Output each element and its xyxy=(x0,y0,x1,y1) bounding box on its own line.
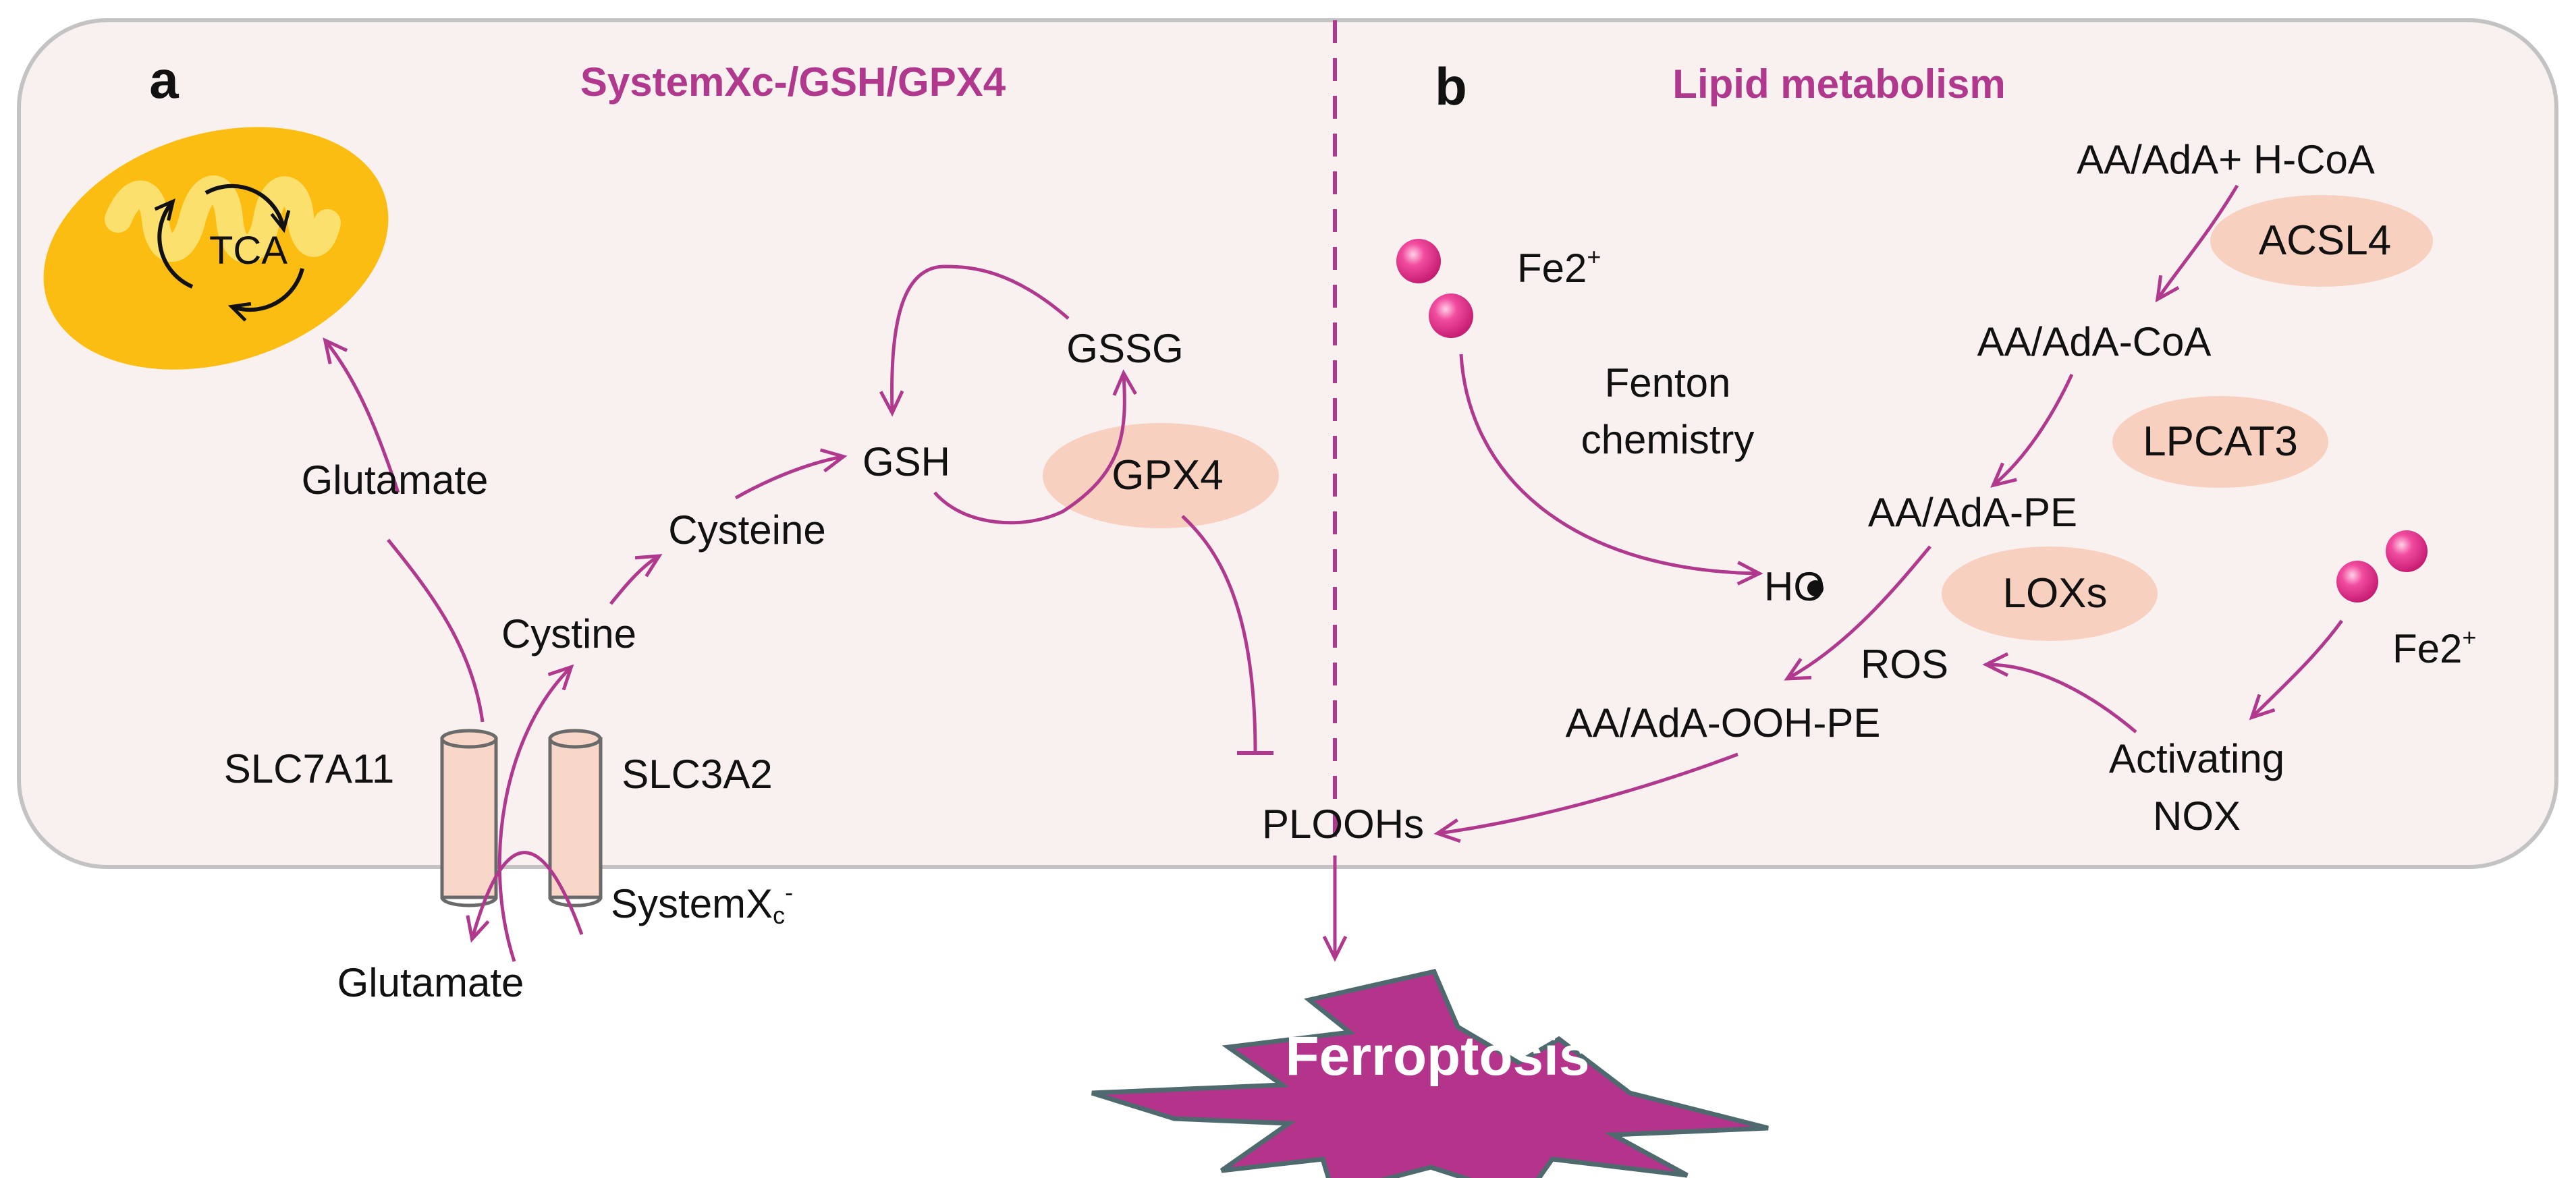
arrow-ooh-pe-to-plooh xyxy=(1439,752,1738,833)
cystine-label: Cystine xyxy=(501,611,637,656)
systemxc-label: SystemXc- xyxy=(611,878,794,929)
fenton-label-line1: Fenton xyxy=(1604,360,1731,405)
iron-ball xyxy=(1396,239,1441,283)
glutamate-label-extracellular: Glutamate xyxy=(337,960,524,1005)
enzyme-acsl4-highlight xyxy=(2210,195,2433,287)
ho-radical-label: HO xyxy=(1764,564,1825,609)
cysteine-label: Cysteine xyxy=(668,507,826,553)
fe2-label-right: Fe2+ xyxy=(2392,623,2477,671)
arrow-glutamate-to-tca xyxy=(326,341,400,493)
iron-ball xyxy=(2336,561,2378,602)
nox-label: NOX xyxy=(2152,793,2241,839)
arrow-gsh-to-gssg xyxy=(933,374,1124,525)
arrow-glutamate-into-transporter xyxy=(387,538,485,723)
slc7a11-label: SLC7A11 xyxy=(223,746,395,791)
arrow-iron-fenton xyxy=(1459,354,1758,573)
slc3a2-label: SLC3A2 xyxy=(622,752,773,797)
fe2-label-left: Fe2+ xyxy=(1517,242,1601,291)
arrow-pe-to-ooh-pe xyxy=(1788,545,1931,678)
arrow-cystine-to-cysteine xyxy=(609,557,658,605)
fenton-label-line2: chemistry xyxy=(1581,417,1755,462)
arrow-nox-to-ros xyxy=(1988,665,2137,733)
tca-label: TCA xyxy=(209,229,287,273)
iron-ball xyxy=(1429,293,1473,338)
aa-ooh-pe-label: AA/AdA-OOH-PE xyxy=(1565,700,1881,746)
activating-label: Activating xyxy=(2108,736,2285,781)
arrow-aa-hcoa-to-coa xyxy=(2158,184,2239,298)
ferroptosis-burst xyxy=(1091,968,1769,1178)
systemxc-transporter xyxy=(440,729,603,907)
gssg-label: GSSG xyxy=(1066,326,1184,371)
glutamate-label-intracellular: Glutamate xyxy=(301,457,489,503)
radical-dot xyxy=(1807,580,1824,596)
enzyme-loxs-highlight xyxy=(1942,546,2158,641)
mitochondrion-icon xyxy=(43,127,389,370)
arrow-cystine-import xyxy=(497,668,570,962)
arrow-coa-to-pe xyxy=(1994,373,2074,484)
tca-cycle-arrow xyxy=(233,268,304,310)
panel-b-title: Lipid metabolism xyxy=(1672,61,2006,107)
cell-panel xyxy=(17,18,2558,869)
enzyme-lpcat3-highlight xyxy=(2112,396,2328,488)
ros-label: ROS xyxy=(1860,642,1949,687)
panel-a-letter: a xyxy=(149,50,179,109)
plooh-label: PLOOHs xyxy=(1261,802,1425,847)
arrow-iron-to-nox xyxy=(2253,619,2344,717)
lpcat3-label: LPCAT3 xyxy=(2143,418,2298,465)
arrow-gssg-to-gsh xyxy=(892,264,1070,412)
panel-b-letter: b xyxy=(1435,57,1467,116)
loxs-label: LOXs xyxy=(2002,570,2108,617)
panel-a-title: SystemXc-/GSH/GPX4 xyxy=(580,59,1006,105)
aa-coa-label: AA/AdA-CoA xyxy=(1977,319,2212,364)
aa-hcoa-label: AA/AdA+ H-CoA xyxy=(2077,137,2375,182)
enzyme-gpx4-highlight xyxy=(1043,423,1279,528)
acsl4-label: ACSL4 xyxy=(2258,217,2392,264)
arrow-glutamate-export xyxy=(472,851,584,938)
arrow-cysteine-to-gsh xyxy=(734,457,842,500)
tca-cycle-arrow xyxy=(159,202,194,289)
gsh-label: GSH xyxy=(862,439,951,484)
gpx4-inhibition-line xyxy=(1181,515,1257,753)
ferroptosis-label: Ferroptosis xyxy=(1285,1026,1590,1087)
tca-cycle-arrow xyxy=(204,184,283,228)
gpx4-label: GPX4 xyxy=(1112,452,1224,499)
aa-pe-label: AA/AdA-PE xyxy=(1867,490,2078,535)
iron-ball xyxy=(2386,530,2428,572)
